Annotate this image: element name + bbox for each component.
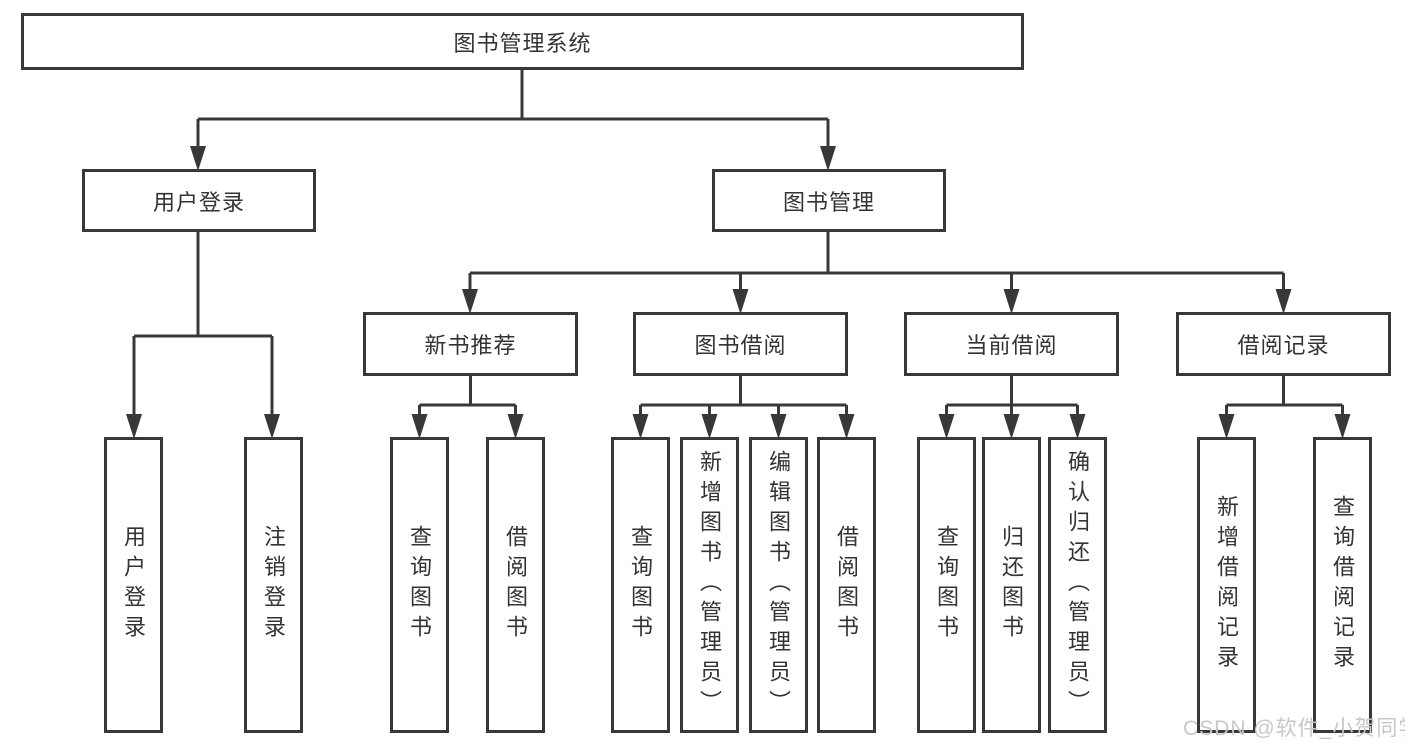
arrowhead-icons [126,146,1351,439]
leaf-return-book: 归还图书 [982,437,1041,733]
leaf-confirm-return-admin: 确认归还（管理员） [1048,437,1107,733]
leaf-query-books-current: 查询图书 [917,437,976,733]
leaf-query-books-borrowing: 查询图书 [611,437,670,733]
node-current-borrowing: 当前借阅 [904,312,1119,376]
leaf-query-books-recommend: 查询图书 [390,437,449,733]
node-library-system: 图书管理系统 [21,13,1024,70]
leaf-edit-book-admin: 编辑图书（管理员） [749,437,808,733]
leaf-add-book-admin: 新增图书（管理员） [680,437,739,733]
node-borrowing-records: 借阅记录 [1176,312,1391,376]
leaf-query-borrow-record: 查询借阅记录 [1313,437,1372,733]
node-book-borrowing: 图书借阅 [633,312,848,376]
leaf-borrow-books-recommend: 借阅图书 [486,437,545,733]
node-book-management: 图书管理 [712,169,946,232]
leaf-logout: 注销登录 [244,437,303,733]
node-new-book-recommend: 新书推荐 [363,312,578,376]
leaf-add-borrow-record: 新增借阅记录 [1197,437,1256,733]
csdn-watermark: CSDN @软件_小贺同学 [1183,717,1405,740]
node-user-login: 用户登录 [82,169,316,232]
leaf-borrow-books-borrowing: 借阅图书 [817,437,876,733]
tree-edges [132,69,1344,416]
leaf-user-login: 用户登录 [104,437,163,733]
